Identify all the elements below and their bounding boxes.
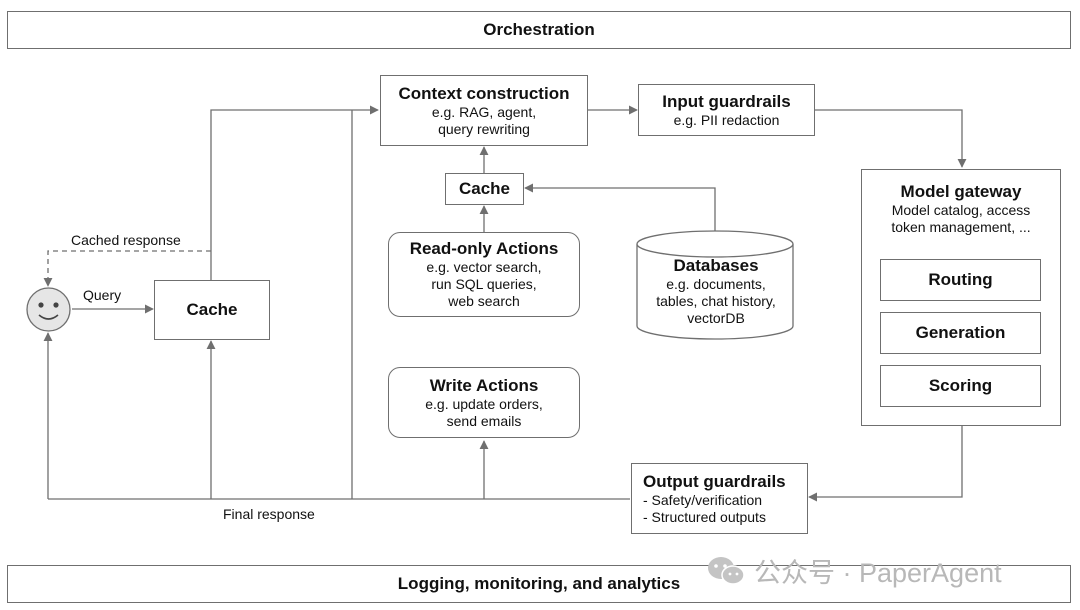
readonly-actions-title: Read-only Actions (409, 239, 559, 258)
context-cache-box: Cache (445, 173, 524, 205)
input-guardrails-title: Input guardrails (662, 91, 791, 111)
scoring-module: Scoring (880, 365, 1041, 407)
routing-module: Routing (880, 259, 1041, 301)
model-gateway-title: Model gateway (900, 182, 1022, 201)
output-guardrails-box: Output guardrails - Safety/verification … (631, 463, 808, 534)
watermark-text: 公众号 · PaperAgent (754, 558, 1002, 588)
logging-label: Logging, monitoring, and analytics (397, 574, 681, 593)
model-gateway-line: token management, ... (891, 219, 1031, 235)
databases-text: Databases e.g. documents, tables, chat h… (636, 256, 796, 327)
watermark: 公众号 · PaperAgent (706, 551, 1002, 590)
readonly-actions-box: Read-only Actions e.g. vector search, ru… (388, 232, 580, 317)
edge-label-cached-response: Cached response (71, 232, 181, 248)
context-construction-box: Context construction e.g. RAG, agent, qu… (380, 75, 588, 146)
write-actions-line: e.g. update orders, (425, 395, 543, 412)
generation-module: Generation (880, 312, 1041, 354)
databases-line: tables, chat history, (656, 293, 776, 309)
model-gateway-line: Model catalog, access (891, 202, 1031, 218)
orchestration-label: Orchestration (483, 20, 595, 39)
model-gateway-header: Model gateway Model catalog, access toke… (862, 170, 1060, 236)
database-cylinder-icon (636, 230, 794, 340)
edge-input-to-gateway (815, 109, 967, 168)
write-actions-title: Write Actions (429, 375, 539, 395)
write-actions-box: Write Actions e.g. update orders, send e… (388, 367, 580, 438)
readonly-actions-line: web search (448, 293, 520, 309)
readonly-actions-line: e.g. vector search, (426, 259, 542, 275)
edge-cache-to-context (210, 105, 379, 280)
output-guardrails-title: Output guardrails (643, 472, 786, 491)
query-cache-box: Cache (154, 280, 270, 340)
edge-label-final-response: Final response (223, 506, 315, 522)
context-construction-line: e.g. RAG, agent, (431, 103, 537, 120)
context-construction-line: query rewriting (438, 120, 530, 137)
logging-banner: Logging, monitoring, and analytics (7, 565, 1071, 603)
write-actions-line: send emails (446, 412, 522, 429)
orchestration-banner: Orchestration (7, 11, 1071, 49)
output-guardrails-line: - Structured outputs (643, 509, 766, 525)
user-smiley-icon (26, 287, 71, 332)
edge-cached-response (43, 250, 211, 287)
query-cache-label: Cache (186, 300, 238, 319)
databases-line: vectorDB (687, 310, 745, 326)
input-guardrails-box: Input guardrails e.g. PII redaction (638, 84, 815, 136)
databases-line: e.g. documents, (666, 276, 766, 292)
edge-databases-to-cache2 (524, 183, 716, 232)
wechat-icon (708, 556, 745, 585)
model-gateway-box: Model gateway Model catalog, access toke… (861, 169, 1061, 426)
readonly-actions-line: run SQL queries, (431, 276, 537, 292)
context-construction-title: Context construction (398, 83, 570, 103)
edge-gateway-to-output (808, 426, 963, 502)
input-guardrails-line: e.g. PII redaction (673, 111, 780, 128)
output-guardrails-line: - Safety/verification (643, 492, 763, 508)
edge-label-query: Query (83, 287, 122, 303)
context-cache-label: Cache (458, 179, 511, 198)
databases-title: Databases (673, 256, 759, 275)
